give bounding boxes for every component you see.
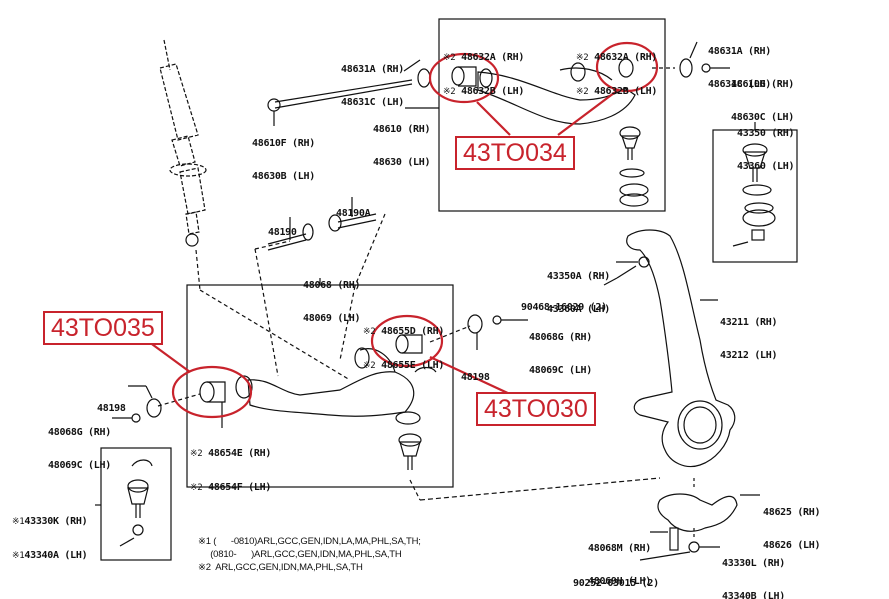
callout-circle-lower-front — [370, 314, 444, 368]
label-upper-bushing-left: ※2 48632A (RH) ※2 48632B (LH) — [443, 52, 525, 97]
label-upper-arm-bolt: 48610F (RH) 48630B (LH) — [252, 138, 315, 182]
upper-washer-left — [417, 68, 431, 88]
label-lower-ball-joint: ※143330K (RH) ※143340A (LH) — [12, 516, 88, 561]
shock-absorber — [159, 39, 207, 235]
label-lower-arm: 48068 (RH) 48069 (LH) — [303, 280, 361, 324]
callout-circle-upper-left — [428, 52, 500, 104]
label-lower-front-nut: 48068G (RH) 48069C (LH) — [529, 332, 592, 376]
label-upper-washer-right: 48631A (RH) 48631C (LH) — [708, 46, 771, 90]
lower-control-arm — [247, 371, 415, 417]
steering-knuckle — [626, 229, 736, 468]
label-knuckle-nut: 43350A (RH) 43360A (LH) — [547, 271, 610, 315]
label-lower-front-cam-plate: 48198 — [461, 372, 490, 383]
callout-circle-lower-rear — [171, 365, 253, 419]
cam-bolt-48190 — [267, 233, 307, 245]
lower-rear-cam-plate — [146, 398, 162, 418]
label-knuckle-arm-bolt: 48068M (RH) 48069H (LH) — [588, 543, 651, 587]
label-lower-ball-nut: 43330L (RH) 43340B (LH) — [722, 558, 785, 599]
label-lower-rear-cam-plate: 48198 — [97, 403, 126, 414]
upper-control-arm — [477, 71, 636, 125]
label-lower-rear-bushing: ※2 48654E (RH) ※2 48654F (LH) — [190, 448, 272, 493]
knuckle-nut — [638, 256, 650, 268]
label-upper-arm: 48610 (RH) 48630 (LH) — [373, 124, 431, 168]
cam-bolt-48190a — [337, 213, 377, 223]
shock-lower-eye — [185, 233, 199, 247]
label-cam-bolt: 48190 — [268, 227, 297, 238]
label-upper-washer-left: 48631A (RH) 48631C (LH) — [341, 64, 404, 108]
label-knuckle-arm: 48625 (RH) 48626 (LH) — [763, 507, 821, 551]
upper-bushing-right — [618, 58, 634, 78]
label-lower-front-bushing: ※2 48655D (RH) ※2 48655E (LH) — [363, 326, 445, 371]
label-upper-ball-joint: 43350 (RH) 43360 (LH) — [737, 128, 795, 172]
footnote-1a: ※1 ( -0810)ARL,GCC,GEN,IDN,LA,MA,PHL,SA,… — [198, 536, 421, 547]
footnote-2: ※2 ARL,GCC,GEN,IDN,MA,PHL,SA,TH — [198, 562, 363, 573]
footnote-1b: (0810- )ARL,GCC,GEN,IDN,MA,PHL,SA,TH — [198, 549, 402, 560]
label-cam-bolt-a: 48190A — [336, 208, 371, 219]
label-cotter-pin-upper: 90468-16029 (2) — [521, 302, 607, 313]
callout-43to035: 43TO035 — [43, 311, 163, 345]
label-lower-rear-nut: 48068G (RH) 48069C (LH) — [48, 427, 111, 471]
callout-circle-upper-right — [595, 41, 659, 93]
callout-43to034: 43TO034 — [455, 136, 575, 170]
footnotes: ※1 ( -0810)ARL,GCC,GEN,IDN,LA,MA,PHL,SA,… — [198, 535, 421, 574]
label-cotter-pin-lower: 90252-03015 (2) — [573, 578, 659, 589]
upper-arm-bolt — [274, 79, 413, 103]
label-upper-nut: 48610G (RH) 48630C (LH) — [731, 79, 794, 123]
label-steering-knuckle: 43211 (RH) 43212 (LH) — [720, 317, 778, 361]
callout-43to030: 43TO030 — [476, 392, 596, 426]
upper-arm-box — [438, 18, 666, 212]
lower-ball-joint-box — [100, 447, 172, 561]
knuckle-arm — [657, 493, 738, 532]
lower-front-cam-plate — [467, 314, 483, 334]
upper-washer-right — [679, 58, 693, 78]
label-upper-bushing-right: ※2 48632A (RH) ※2 48632B (LH) — [576, 52, 658, 97]
lower-rear-bushing — [199, 381, 215, 403]
